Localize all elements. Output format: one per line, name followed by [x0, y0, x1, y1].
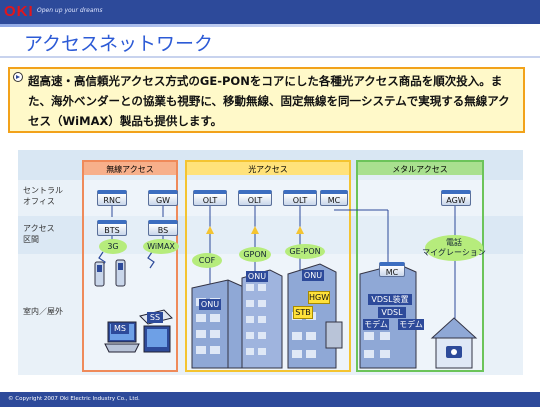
- office-building-icon: [241, 269, 283, 369]
- panel-title-metal: メタルアクセス: [358, 162, 482, 175]
- node-olt-2: OLT: [238, 190, 272, 206]
- house-with-phone-icon: [430, 317, 478, 369]
- apartment-building-icon: [191, 279, 247, 369]
- oki-logo: OKI: [4, 3, 34, 20]
- oval-gpon: GPON: [239, 247, 271, 262]
- footer-bar: [0, 392, 540, 407]
- oval-cof: COF: [192, 253, 222, 268]
- row-label-indoor: 室内／屋外: [23, 307, 63, 316]
- copyright: © Copyright 2007 Oki Electric Industry C…: [8, 396, 140, 402]
- node-olt-1: OLT: [193, 190, 227, 206]
- node-bts: BTS: [97, 220, 127, 236]
- node-bs: BS: [148, 220, 178, 236]
- bullet-arrow-icon: [13, 72, 23, 82]
- mobile-phones-icon: [94, 259, 126, 287]
- label-vdsl-equipment: VDSL装置: [368, 294, 412, 305]
- panel-title-optical: 光アクセス: [187, 162, 349, 175]
- title-rule: [0, 56, 540, 58]
- node-agw: AGW: [441, 190, 471, 206]
- label-onu-2: ONU: [246, 271, 268, 282]
- notice-box: [8, 67, 525, 133]
- oval-ge-pon: GE-PON: [285, 244, 325, 259]
- node-mc-metal: MC: [379, 262, 405, 277]
- row-label-access: アクセス 区間: [23, 224, 55, 244]
- label-onu-1: ONU: [199, 299, 221, 310]
- label-vdsl: VDSL: [378, 307, 406, 318]
- label-modem-2: モデム: [398, 319, 424, 330]
- label-hgw: HGW: [308, 291, 330, 304]
- tagline: Open up your dreams: [37, 7, 103, 14]
- header-separator: [0, 24, 540, 27]
- notice-text: 超高速・高信頼光アクセス方式のGE-PONをコアにした各種光アクセス商品を順次投…: [28, 74, 510, 128]
- label-modem-1: モデム: [363, 319, 389, 330]
- node-olt-3: OLT: [283, 190, 317, 206]
- oval-wimax: WiMAX: [143, 239, 179, 254]
- label-ss: SS: [147, 312, 163, 323]
- page-title: アクセスネットワーク: [24, 33, 214, 55]
- label-onu-3: ONU: [302, 270, 324, 281]
- oval-3g: 3G: [99, 239, 127, 254]
- label-ms: MS: [111, 323, 129, 334]
- oval-phone-migration: 電話 マイグレーション: [422, 235, 486, 261]
- node-rnc: RNC: [97, 190, 127, 206]
- panel-title-wireless: 無線アクセス: [84, 162, 176, 175]
- node-mc-optical: MC: [320, 190, 348, 206]
- header-bar: [0, 0, 540, 24]
- node-gw: GW: [148, 190, 178, 206]
- row-label-central: セントラル オフィス: [23, 186, 63, 206]
- label-stb: STB: [293, 306, 313, 319]
